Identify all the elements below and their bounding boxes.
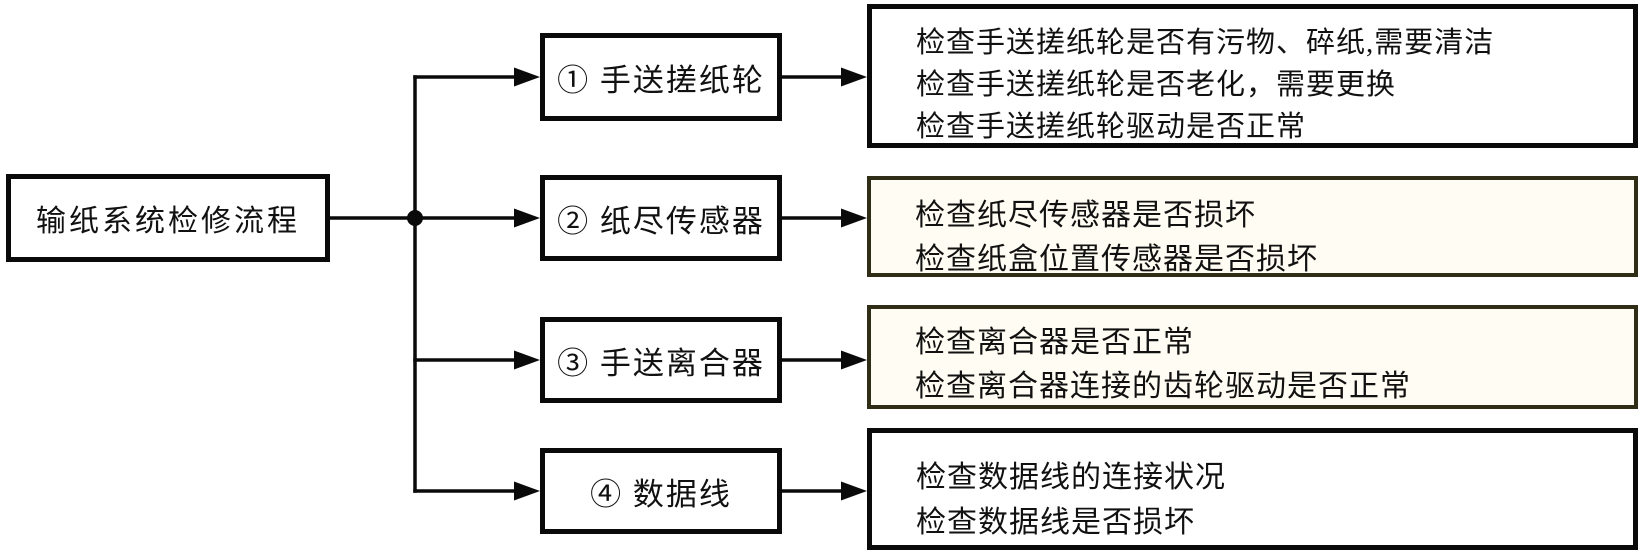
detail-box-paper-out-sensor: 检查纸尽传感器是否损坏 检查纸盒位置传感器是否损坏: [867, 176, 1638, 277]
arrowhead-icon: [841, 481, 867, 501]
detail-line: 检查数据线的连接状况: [916, 461, 1226, 494]
detail-box-hand-feed-clutch: 检查离合器是否正常 检查离合器连接的齿轮驱动是否正常: [867, 305, 1638, 409]
branch-node-data-cable: ④ 数据线: [540, 448, 782, 534]
detail-line: 检查手送搓纸轮是否老化，需要更换: [916, 69, 1397, 101]
branch-node-hand-feed-roller: ① 手送搓纸轮: [540, 33, 782, 121]
branch-node-paper-out-sensor: ② 纸尽传感器: [540, 175, 782, 261]
arrowhead-icon: [841, 350, 867, 370]
root-node-label: 输纸系统检修流程: [36, 205, 300, 238]
detail-line: 检查手送搓纸轮驱动是否正常: [916, 111, 1307, 143]
detail-box-data-cable: 检查数据线的连接状况 检查数据线是否损坏: [867, 428, 1638, 550]
detail-line: 检查手送搓纸轮是否有污物、碎纸,需要清洁: [916, 27, 1495, 59]
arrowhead-icon: [841, 67, 867, 87]
branch-node-hand-feed-clutch: ③ 手送离合器: [540, 317, 782, 403]
branch-node-label: ① 手送搓纸轮: [557, 62, 765, 98]
detail-line: 检查离合器连接的齿轮驱动是否正常: [915, 370, 1411, 403]
arrowhead-icon: [514, 481, 540, 501]
detail-line: 检查纸盒位置传感器是否损坏: [915, 243, 1318, 276]
arrowhead-icon: [841, 208, 867, 228]
detail-line: 检查数据线是否损坏: [916, 506, 1195, 539]
branch-node-label: ② 纸尽传感器: [557, 203, 765, 239]
root-node: 输纸系统检修流程: [6, 174, 330, 262]
branch-node-label: ④ 数据线: [590, 476, 732, 512]
arrowhead-icon: [514, 208, 540, 228]
branch-node-label: ③ 手送离合器: [557, 345, 765, 381]
arrowhead-icon: [514, 67, 540, 87]
detail-line: 检查离合器是否正常: [915, 326, 1194, 359]
detail-line: 检查纸尽传感器是否损坏: [915, 199, 1256, 232]
detail-box-hand-feed-roller: 检查手送搓纸轮是否有污物、碎纸,需要清洁 检查手送搓纸轮是否老化，需要更换 检查…: [867, 4, 1638, 148]
arrowhead-icon: [514, 350, 540, 370]
